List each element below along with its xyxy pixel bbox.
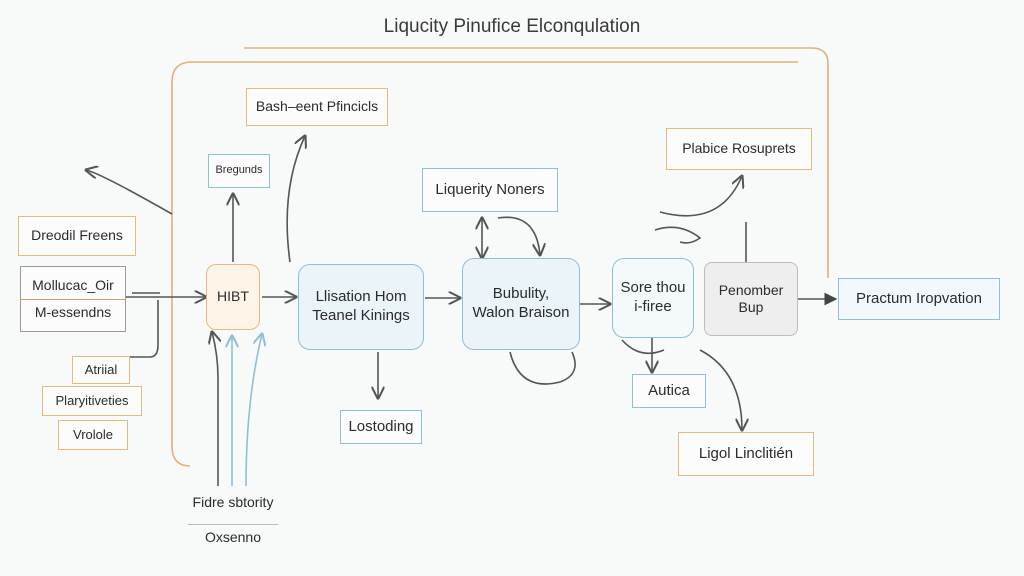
edge-up-dark — [212, 332, 218, 486]
node-left-group: Mollucac_Oir M-essendns — [20, 266, 126, 332]
diagram-title: Liqucity Pinufice Elconqulation — [383, 16, 641, 37]
edge-up-light-2 — [245, 334, 262, 487]
node-penomber-bup: Penomber Bup — [704, 262, 798, 336]
node-sore-thou: Sore thou i-firee — [612, 258, 694, 338]
node-label-line1: Penomber — [718, 281, 784, 298]
node-bubulity: Bubulity, Walon Braison — [462, 258, 580, 350]
node-label-mollucac: Mollucac_Oir — [32, 277, 114, 293]
node-llisation: Llisation Hom Teanel Kinings — [298, 264, 424, 350]
node-label-line1: Bubulity, — [492, 285, 550, 303]
edge-freens-to-hibt — [86, 170, 173, 215]
node-label: HIBT — [217, 288, 249, 305]
edge-lisation-to-bash — [286, 136, 305, 263]
node-label: Dreodil Freens — [31, 227, 123, 244]
edge-bubulity-loop — [509, 351, 576, 385]
node-plabice-rosuprets: Plabice Rosuprets — [666, 128, 812, 170]
divider — [21, 298, 125, 300]
node-bash-eent: Bash–eent Pfincicls — [246, 88, 388, 126]
edge-to-ligol — [699, 349, 742, 430]
node-label: Ligol Linclitién — [698, 444, 794, 462]
node-label: Liquerity Noners — [435, 180, 545, 198]
node-label-line1: Sore thou — [620, 279, 686, 297]
node-label-line1: Llisation Hom — [315, 288, 407, 306]
node-label-line2: Teanel Kinings — [312, 307, 410, 324]
node-atriial: Atriial — [72, 356, 130, 384]
node-practum-iropvation: Practum Iropvation — [838, 278, 1000, 320]
node-label: Lostoding — [348, 417, 414, 435]
node-label: Plabice Rosuprets — [682, 140, 796, 157]
node-label: Plaryitiveties — [55, 392, 129, 408]
label-oxsenno: Oxsenno — [188, 524, 278, 550]
node-label: Vrolole — [73, 426, 113, 442]
node-plaryitiveties: Plaryitiveties — [42, 386, 142, 416]
node-hibt: HIBT — [206, 264, 260, 330]
node-label: Practum Iropvation — [856, 289, 982, 307]
node-label-line2: Bup — [738, 299, 764, 315]
node-lostoding: Lostoding — [340, 410, 422, 444]
node-dreodil-freens: Dreodil Freens — [18, 216, 136, 256]
label-fidre-sbtority: Fidre sbtority — [178, 490, 288, 516]
edge-lower-group — [100, 300, 159, 358]
node-label-messendns: M-essendns — [34, 303, 112, 320]
node-label: Oxsenno — [204, 528, 262, 545]
node-vrolole: Vrolole — [58, 420, 128, 450]
node-label: Fidre sbtority — [192, 494, 274, 511]
node-label-line2: Walon Braison — [472, 304, 570, 321]
node-label: Autica — [648, 381, 690, 399]
node-label: Bregunds — [215, 164, 263, 177]
node-autica: Autica — [632, 374, 706, 408]
node-label-line2: i-firee — [634, 298, 672, 315]
node-label: Bash–eent Pfincicls — [255, 98, 379, 115]
top-frame-line — [244, 47, 829, 278]
edge-sore-squiggle — [654, 226, 702, 244]
edge-sore-loop — [621, 339, 665, 355]
node-liquerity-noners: Liquerity Noners — [422, 168, 558, 212]
node-ligol-linclitien: Ligol Linclitién — [678, 432, 814, 476]
node-label: Atriial — [84, 361, 118, 377]
edge-to-plabice — [659, 176, 742, 217]
outer-frame — [171, 61, 798, 467]
edge-noners-curve — [497, 216, 540, 255]
node-bregunds: Bregunds — [208, 154, 270, 188]
